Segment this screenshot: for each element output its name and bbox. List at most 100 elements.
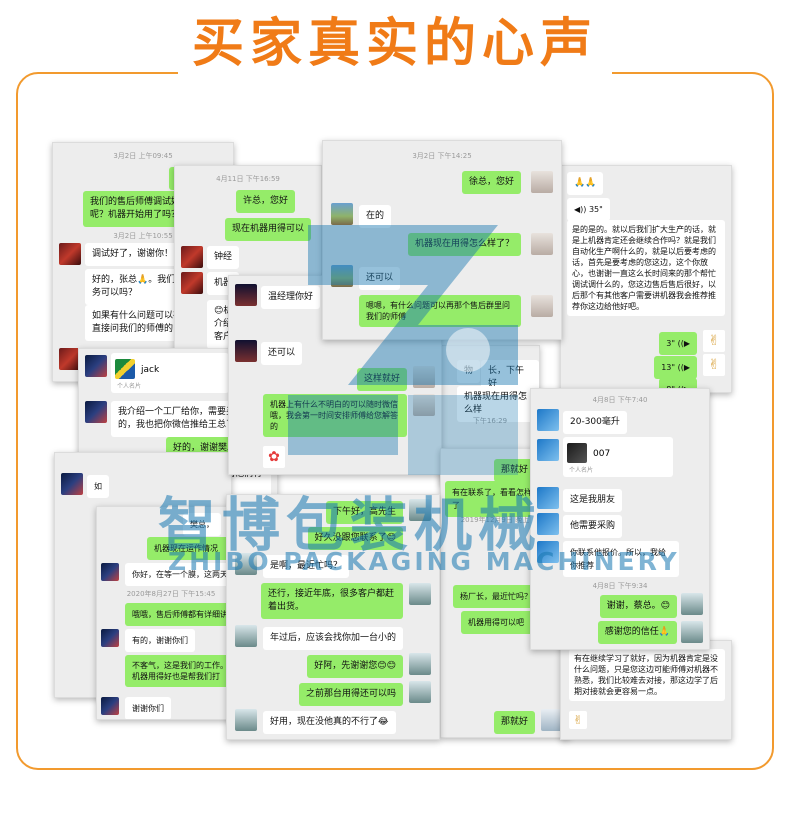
contact-card[interactable]: 007 个人名片: [563, 437, 673, 477]
avatar: [59, 348, 81, 370]
message-bubble: 好久没跟您联系了😊: [307, 527, 403, 550]
timestamp: 下午16:29: [472, 417, 508, 425]
message-bubble: 这样就好: [356, 368, 407, 391]
message-bubble: 还可以: [261, 342, 303, 365]
voice-message: 13" ((▶: [654, 356, 697, 379]
avatar: [409, 499, 431, 521]
message-bubble: 不客气，这是我们的工作。边机器用得好也是帮我们打: [125, 655, 245, 687]
contact-name: jack: [141, 365, 160, 375]
message-bubble: 之前那台用得还可以吗: [298, 683, 403, 706]
chat-card-10: 下午好，高先生 好久没跟您联系了😊 是啊，最近忙吗？ 还行，接近年底，很多客户都…: [226, 494, 440, 740]
message-bubble: 在的: [359, 205, 392, 228]
timestamp: 3月2日 上午09:45: [113, 152, 173, 160]
avatar: [101, 697, 119, 715]
voice-message: 3" ((▶: [659, 332, 697, 355]
voice-duration: 35": [588, 205, 603, 214]
avatar: [85, 401, 107, 423]
avatar: [537, 439, 559, 461]
message-bubble: 机器现在用得怎么样: [457, 386, 537, 422]
message-bubble: 谢谢你们: [125, 697, 171, 719]
voice-message: ◀)) 35": [567, 198, 610, 221]
message-bubble: 好用，现在没他真的不行了😂: [263, 711, 396, 734]
avatar: [181, 246, 203, 268]
avatar: [537, 513, 559, 535]
avatar: [85, 355, 107, 377]
avatar: [537, 541, 559, 563]
voice-duration: 3": [666, 339, 676, 348]
voice-icon: ◀)): [574, 205, 589, 214]
avatar: [537, 487, 559, 509]
message-bubble: 那就好: [493, 459, 535, 482]
voice-icon: ((▶: [675, 363, 690, 372]
message-bubble: 机器上有什么不明白的可以随时微信哦，我会第一时间安排师傅给您解答的: [263, 394, 407, 437]
message-bubble: 机器现在用得怎么样了？: [407, 233, 521, 256]
message-bubble: 有在联系了，看看怎样了: [445, 481, 539, 517]
avatar: [331, 265, 353, 287]
message-bubble: 钟经: [207, 246, 240, 269]
message-bubble: 是啊，最近忙吗？: [263, 555, 350, 578]
message-bubble: 年过后，应该会找你加一台小的: [263, 627, 404, 650]
message-bubble: 有在继续学习了就好，因为机器肯定是没什么问题，只是您这边可能师傅对机器不熟悉，我…: [569, 649, 725, 701]
contact-name: 007: [593, 449, 611, 459]
avatar: ✌: [703, 330, 725, 352]
message-bubble: 你好，在等一个膜，这两天: [125, 563, 245, 586]
avatar: [413, 394, 435, 416]
avatar: [409, 583, 431, 605]
message-bubble: 是的是的。就以后我们扩大生产的话，就是上机器肯定还会继续合作吗？就是我们自动化生…: [567, 220, 725, 316]
page-title: 买家真实的心声: [0, 10, 790, 78]
message-bubble: 如: [87, 475, 109, 498]
contact-avatar: [115, 359, 135, 379]
avatar: ✌: [703, 354, 725, 376]
message-bubble: 感谢您的信任🙏: [597, 621, 677, 644]
contact-card[interactable]: jack 个人名片: [111, 353, 229, 393]
message-bubble: 物: [457, 360, 481, 383]
avatar: [531, 171, 553, 193]
message-bubble: 你联系他报价。所以，我给你推荐: [563, 541, 679, 577]
voice-icon: ((▶: [675, 339, 690, 348]
message-bubble: 许总，您好: [235, 190, 295, 213]
contact-avatar: [567, 443, 587, 463]
avatar: [235, 709, 257, 731]
avatar: ✌: [569, 711, 587, 729]
message-bubble: 温经理你好: [261, 286, 321, 309]
avatar: [235, 553, 257, 575]
message-bubble: 20-300毫升: [563, 411, 627, 434]
avatar: [409, 653, 431, 675]
avatar: [59, 243, 81, 265]
contact-label: 个人名片: [117, 383, 142, 390]
message-bubble: 现在机器用得可以: [224, 218, 311, 241]
message-bubble: 有的，谢谢你们: [125, 629, 195, 652]
message-bubble: 还行，接近年底，很多客户都赶着出货。: [261, 583, 403, 619]
message-bubble: 好阿，先谢谢您😊😊: [307, 655, 403, 678]
timestamp: 4月8日 下午7:40: [592, 396, 648, 404]
avatar: [235, 284, 257, 306]
timestamp: 4月8日 下午9:34: [592, 582, 648, 590]
avatar: [61, 473, 83, 495]
avatar: [235, 625, 257, 647]
chat-card-8: 4月8日 下午7:40 20-300毫升 007 个人名片 这是我朋友 他需要采…: [530, 388, 710, 650]
avatar: [181, 272, 203, 294]
message-bubble: 他需要采购: [563, 515, 623, 538]
avatar: [531, 233, 553, 255]
contact-label: 个人名片: [569, 467, 594, 474]
message-bubble: 徐总，您好: [461, 171, 521, 194]
message-bubble: 机器现在运作情况: [147, 537, 245, 560]
page-title-text: 买家真实的心声: [177, 14, 612, 74]
avatar: [331, 203, 353, 225]
flower-icon: ✿: [263, 446, 285, 468]
avatar: [409, 681, 431, 703]
avatar: [101, 563, 119, 581]
message-bubble: 谢谢，蔡总。😊: [599, 595, 677, 618]
message-bubble: 还可以: [359, 267, 401, 290]
timestamp: 2019年12月9日 晚上19:11: [460, 516, 550, 524]
timestamp: 3月2日 上午10:55: [113, 232, 173, 240]
avatar: [681, 593, 703, 615]
timestamp: 3月2日 下午14:25: [412, 152, 472, 160]
avatar: [681, 621, 703, 643]
message-bubble: 下午好，高先生: [325, 501, 403, 524]
message-bubble: 那就好: [493, 711, 535, 734]
avatar: [413, 366, 435, 388]
message-bubble: 🙏🙏: [567, 172, 604, 195]
avatar: [235, 340, 257, 362]
